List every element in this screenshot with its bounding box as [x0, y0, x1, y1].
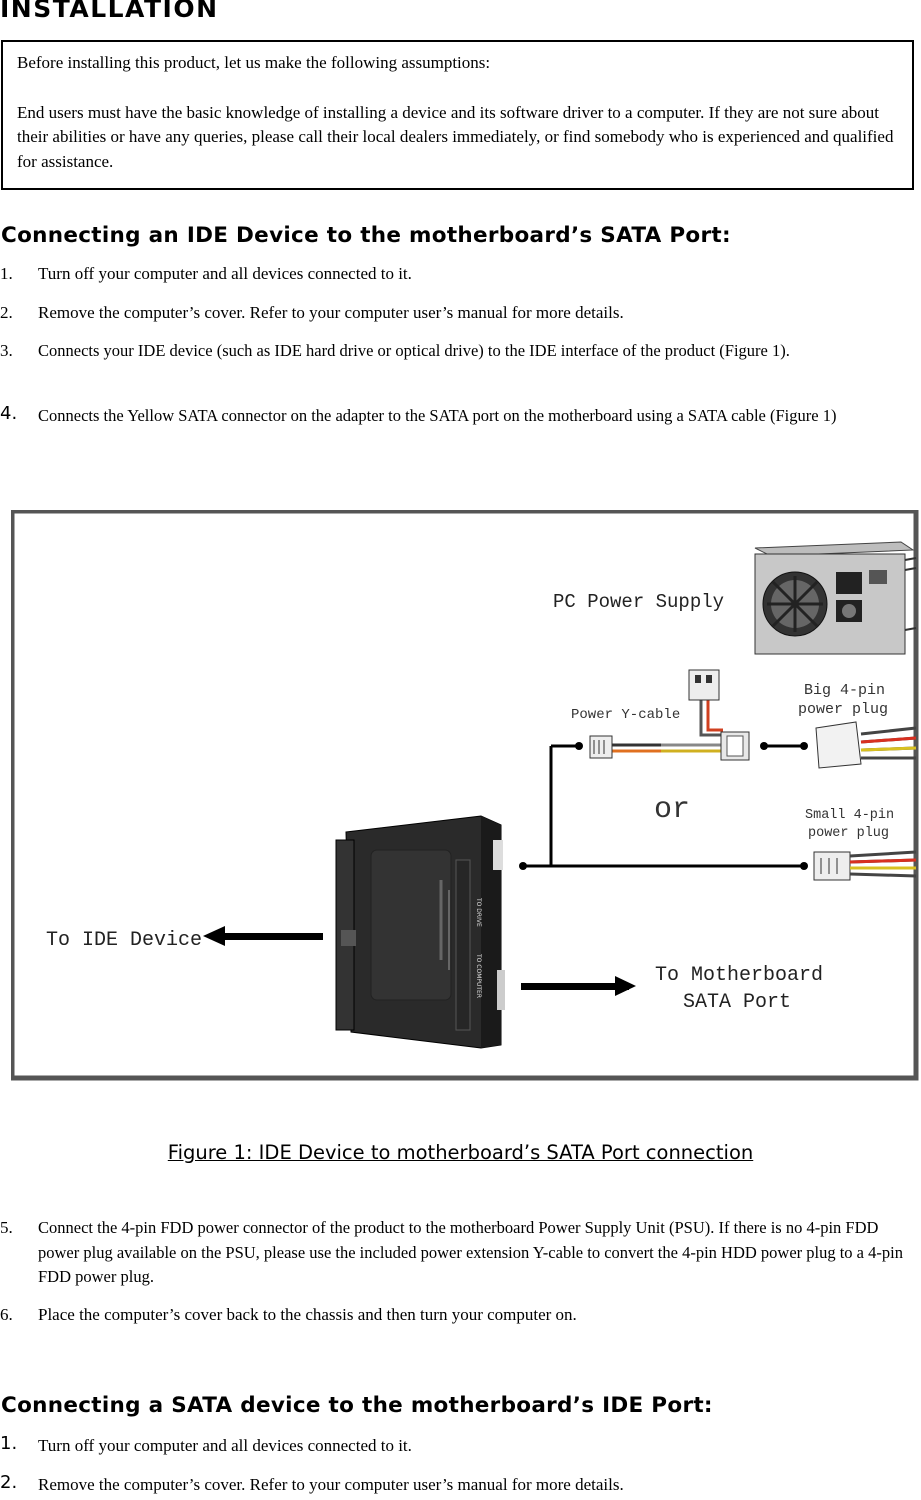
small-4pin-plug-icon — [813, 850, 917, 881]
list-item: 3. Connects your IDE device (such as IDE… — [0, 339, 921, 364]
list-item: 2. Remove the computer’s cover. Refer to… — [0, 1472, 921, 1498]
step-number: 1. — [0, 264, 13, 283]
y-cable-label: Power Y-cable — [571, 707, 680, 723]
figure-caption: Figure 1: IDE Device to motherboard’s SA… — [167, 1141, 754, 1164]
step-text: Remove the computer’s cover. Refer to yo… — [38, 1475, 624, 1494]
step-number: 2. — [0, 303, 13, 322]
to-drive-label: TO DRIVE — [475, 897, 482, 927]
connection-diagram: PC Power Supply Power Y-cable — [9, 508, 919, 1081]
diagram-canvas: PC Power Supply Power Y-cable — [9, 508, 919, 1081]
ide-sata-adapter-icon: TO DRIVE TO COMPUTER — [335, 815, 505, 1049]
to-mobo-label-2: SATA Port — [683, 991, 791, 1014]
list-item: 5. Connect the 4-pin FDD power connector… — [0, 1216, 921, 1290]
step-text: Place the computer’s cover back to the c… — [38, 1305, 577, 1324]
step-text: Connects the Yellow SATA connector on th… — [38, 406, 837, 425]
list-item: 4. Connects the Yellow SATA connector on… — [0, 403, 921, 429]
assumptions-box: Before installing this product, let us m… — [1, 40, 914, 190]
to-mobo-label-1: To Motherboard — [655, 964, 823, 987]
step-number: 1. — [0, 1433, 18, 1454]
step-number: 5. — [0, 1218, 13, 1237]
to-computer-label: TO COMPUTER — [475, 953, 482, 998]
to-ide-label: To IDE Device — [46, 929, 202, 952]
section-heading-sata-to-ide: Connecting a SATA device to the motherbo… — [1, 1393, 713, 1418]
y-cable-icon — [589, 669, 750, 761]
list-item: 1. Turn off your computer and all device… — [0, 262, 921, 287]
step-text: Turn off your computer and all devices c… — [38, 1436, 412, 1455]
assumptions-intro: Before installing this product, let us m… — [17, 53, 491, 72]
or-label: or — [654, 793, 690, 827]
big-plug-label-1: Big 4-pin — [804, 682, 885, 699]
list-item: 1. Turn off your computer and all device… — [0, 1433, 921, 1459]
step-text: Remove the computer’s cover. Refer to yo… — [38, 303, 624, 322]
section-heading-ide-to-sata: Connecting an IDE Device to the motherbo… — [1, 223, 731, 248]
step-text: Connects your IDE device (such as IDE ha… — [38, 341, 790, 360]
step-number: 3. — [0, 341, 13, 360]
step-text: Turn off your computer and all devices c… — [38, 264, 412, 283]
power-supply-icon — [754, 541, 917, 655]
assumptions-body: End users must have the basic knowledge … — [17, 102, 894, 171]
big-4pin-plug-icon — [815, 721, 917, 769]
arrow-right-icon — [521, 976, 636, 996]
arrow-left-icon — [203, 926, 323, 946]
small-plug-label-1: Small 4-pin — [805, 808, 894, 823]
step-number: 4. — [0, 403, 18, 424]
list-item: 6. Place the computer’s cover back to th… — [0, 1303, 921, 1328]
small-plug-label-2: power plug — [808, 826, 889, 841]
list-item: 2. Remove the computer’s cover. Refer to… — [0, 301, 921, 326]
step-number: 6. — [0, 1305, 13, 1324]
psu-label: PC Power Supply — [553, 591, 724, 613]
step-number: 2. — [0, 1472, 18, 1493]
page-title: INSTALLATION — [0, 0, 219, 23]
big-plug-label-2: power plug — [798, 701, 888, 718]
step-text: Connect the 4-pin FDD power connector of… — [38, 1218, 903, 1286]
